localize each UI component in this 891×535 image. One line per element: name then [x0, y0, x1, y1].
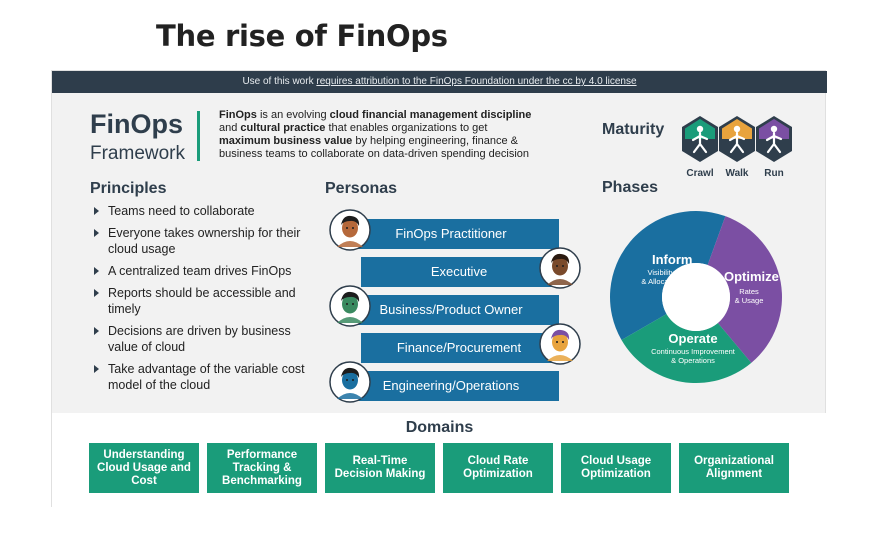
finops-framework-card: Use of this work requires attribution to…	[51, 70, 827, 508]
domain-box: Real-Time Decision Making	[325, 443, 435, 493]
persona-bar: Business/Product Owner	[343, 295, 559, 325]
framework-description-part: maximum business value	[219, 135, 353, 147]
maturity-hex-crawl	[680, 115, 720, 163]
license-bar: Use of this work requires attribution to…	[52, 71, 827, 93]
phase-sub-inform-1: Visibility	[648, 268, 675, 277]
domain-box: Cloud Usage Optimization	[561, 443, 671, 493]
phase-sub-optimize-1: Rates	[739, 287, 759, 296]
framework-description-part: is an evolving	[256, 109, 330, 121]
phases-cycle-diagram: Inform Visibility & Allocation Optimize …	[610, 211, 782, 383]
phase-label-operate: Operate	[668, 331, 717, 346]
phases-title: Phases	[602, 179, 659, 196]
persona-avatar-icon	[329, 209, 371, 251]
arrow-bullet-icon	[94, 365, 99, 373]
framework-description-part: by helping engineering, finance & busine…	[219, 135, 530, 160]
phases-center-hole	[662, 263, 730, 331]
maturity-hex-run	[754, 115, 794, 163]
principle-item: Reports should be accessible and timely	[92, 285, 322, 317]
maturity-label-walk: Walk	[725, 168, 749, 179]
domain-box: Cloud Rate Optimization	[443, 443, 553, 493]
phases-segment-operate	[621, 314, 752, 383]
phase-sub-inform-2: & Allocation	[641, 277, 680, 286]
phase-label-inform: Inform	[652, 252, 692, 267]
phase-label-optimize: Optimize	[724, 269, 779, 284]
domains-title: Domains	[405, 419, 474, 436]
maturity-title: Maturity	[602, 121, 665, 138]
persona-avatar-icon	[539, 247, 581, 289]
principle-text: Teams need to collaborate	[108, 204, 255, 218]
arrow-bullet-icon	[94, 327, 99, 335]
page-title: The rise of FinOps	[156, 19, 448, 53]
framework-description-part: that enables organizations to get	[325, 122, 488, 134]
phase-sub-operate-1: Continuous Improvement	[651, 347, 736, 356]
principle-text: Decisions are driven by business value o…	[108, 324, 291, 354]
domain-box: Organizational Alignment	[679, 443, 789, 493]
framework-divider	[197, 111, 200, 161]
principle-item: Decisions are driven by business value o…	[92, 323, 322, 355]
maturity-label-run: Run	[764, 168, 784, 179]
persona-bar: Finance/Procurement	[361, 333, 557, 363]
framework-title: FinOps	[90, 109, 183, 139]
phase-sub-operate-2: & Operations	[671, 356, 715, 365]
framework-description-part: and	[219, 122, 241, 134]
personas-title: Personas	[325, 180, 398, 197]
framework-description-part: cultural practice	[240, 122, 326, 134]
principle-text: Reports should be accessible and timely	[108, 286, 296, 316]
principles-title: Principles	[90, 180, 167, 197]
persona-avatar-icon	[329, 361, 371, 403]
principle-item: Teams need to collaborate	[92, 203, 322, 219]
principle-item: Everyone takes ownership for their cloud…	[92, 225, 322, 257]
maturity-label-crawl: Crawl	[686, 168, 714, 179]
framework-description: FinOps is an evolving cloud financial ma…	[219, 109, 539, 161]
persona-bar: FinOps Practitioner	[343, 219, 559, 249]
principle-item: Take advantage of the variable cost mode…	[92, 361, 322, 393]
framework-subtitle: Framework	[90, 143, 186, 164]
framework-description-part: FinOps	[219, 109, 257, 121]
arrow-bullet-icon	[94, 207, 99, 215]
phase-sub-optimize-2: & Usage	[735, 296, 764, 305]
domain-box: Understanding Cloud Usage and Cost	[89, 443, 199, 493]
arrow-bullet-icon	[94, 289, 99, 297]
license-link[interactable]: requires attribution to the FinOps Found…	[316, 76, 637, 87]
persona-avatar-icon	[329, 285, 371, 327]
persona-bar: Engineering/Operations	[343, 371, 559, 401]
principle-text: A centralized team drives FinOps	[108, 264, 292, 278]
maturity-hex-walk	[717, 115, 757, 163]
arrow-bullet-icon	[94, 267, 99, 275]
phases-segment-optimize	[707, 216, 782, 363]
license-text: Use of this work	[242, 76, 317, 87]
framework-description-part: cloud financial management discipline	[329, 109, 532, 121]
arrow-bullet-icon	[94, 229, 99, 237]
domain-box: Performance Tracking & Benchmarking	[207, 443, 317, 493]
persona-avatar-icon	[539, 323, 581, 365]
phases-segment-inform	[610, 211, 726, 340]
principle-text: Everyone takes ownership for their cloud…	[108, 226, 301, 256]
principle-text: Take advantage of the variable cost mode…	[108, 362, 305, 392]
principle-item: A centralized team drives FinOps	[92, 263, 322, 279]
persona-bar: Executive	[361, 257, 557, 287]
